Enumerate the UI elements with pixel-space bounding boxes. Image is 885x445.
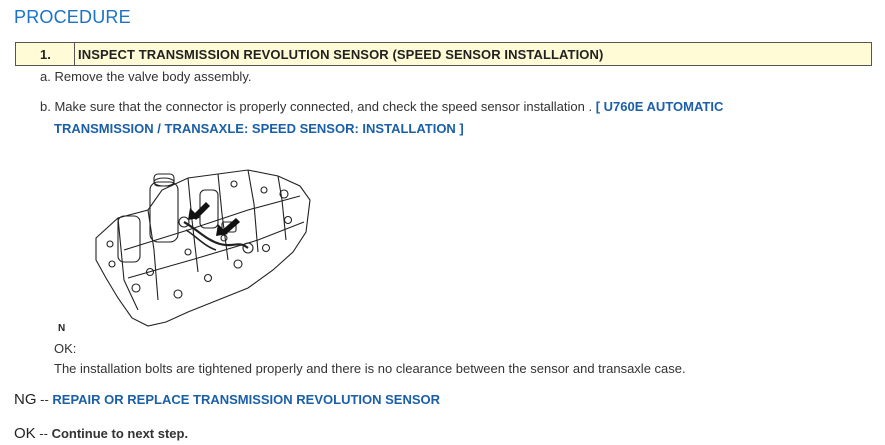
- ng-label: NG: [14, 391, 37, 408]
- ok-criteria-label: OK:: [54, 341, 77, 356]
- step-number: 1.: [16, 43, 75, 65]
- instruction-b-text: b. Make sure that the connector is prope…: [40, 99, 596, 114]
- instruction-a: a. Remove the valve body assembly.: [40, 69, 252, 84]
- ok-separator: --: [35, 426, 52, 441]
- repair-replace-sensor-link[interactable]: REPAIR OR REPLACE TRANSMISSION REVOLUTIO…: [52, 392, 441, 407]
- ok-label: OK: [14, 425, 36, 442]
- instruction-b: b. Make sure that the connector is prope…: [40, 99, 723, 114]
- step-title: INSPECT TRANSMISSION REVOLUTION SENSOR (…: [78, 46, 604, 62]
- valve-body-illustration: [95, 169, 311, 327]
- instruction-b-link-continued: TRANSMISSION / TRANSAXLE: SPEED SENSOR: …: [54, 121, 464, 136]
- speed-sensor-installation-link-1[interactable]: [ U760E AUTOMATIC: [595, 99, 724, 114]
- ng-result-row: NG -- REPAIR OR REPLACE TRANSMISSION REV…: [14, 391, 440, 408]
- ok-criteria-text: The installation bolts are tightened pro…: [54, 361, 686, 376]
- step-header: 1. INSPECT TRANSMISSION REVOLUTION SENSO…: [15, 42, 872, 66]
- page-title: PROCEDURE: [14, 7, 131, 27]
- figure-label: N: [58, 323, 66, 334]
- ng-separator: --: [36, 392, 53, 407]
- speed-sensor-installation-link-2[interactable]: TRANSMISSION / TRANSAXLE: SPEED SENSOR: …: [54, 121, 464, 136]
- continue-text: Continue to next step.: [51, 426, 189, 441]
- ok-result-row: OK -- Continue to next step.: [14, 425, 188, 442]
